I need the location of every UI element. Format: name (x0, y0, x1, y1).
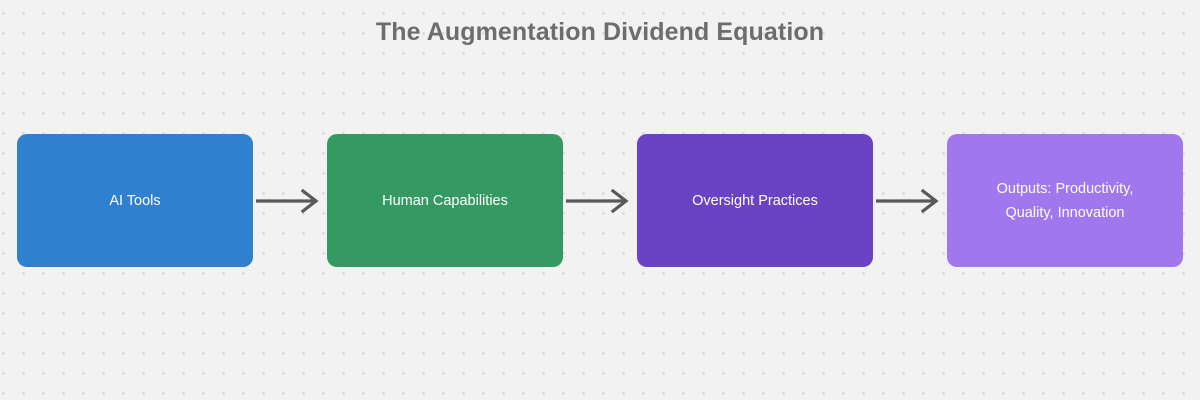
flow-node-oversight-practices[interactable]: Oversight Practices (637, 134, 873, 267)
flow-chain: AI Tools Human Capabilities Oversight Pr… (17, 134, 1183, 267)
flow-connector-1 (253, 134, 327, 267)
flow-connector-3 (873, 134, 947, 267)
page-title: The Augmentation Dividend Equation (375, 18, 825, 46)
flow-node-label: AI Tools (109, 192, 161, 209)
flow-connector-2 (563, 134, 637, 267)
arrow-right-icon (566, 188, 629, 213)
arrow-right-icon (256, 188, 319, 213)
flow-node-ai-tools[interactable]: AI Tools (17, 134, 253, 267)
flow-node-human-capabilities[interactable]: Human Capabilities (327, 134, 563, 267)
flow-node-label: Human Capabilities (382, 192, 508, 209)
arrow-right-icon (876, 188, 939, 213)
flow-node-label: Oversight Practices (692, 192, 818, 209)
flow-node-outputs[interactable]: Outputs: Productivity, Quality, Innovati… (947, 134, 1183, 267)
flow-node-label: Outputs: Productivity, Quality, Innovati… (996, 180, 1134, 221)
